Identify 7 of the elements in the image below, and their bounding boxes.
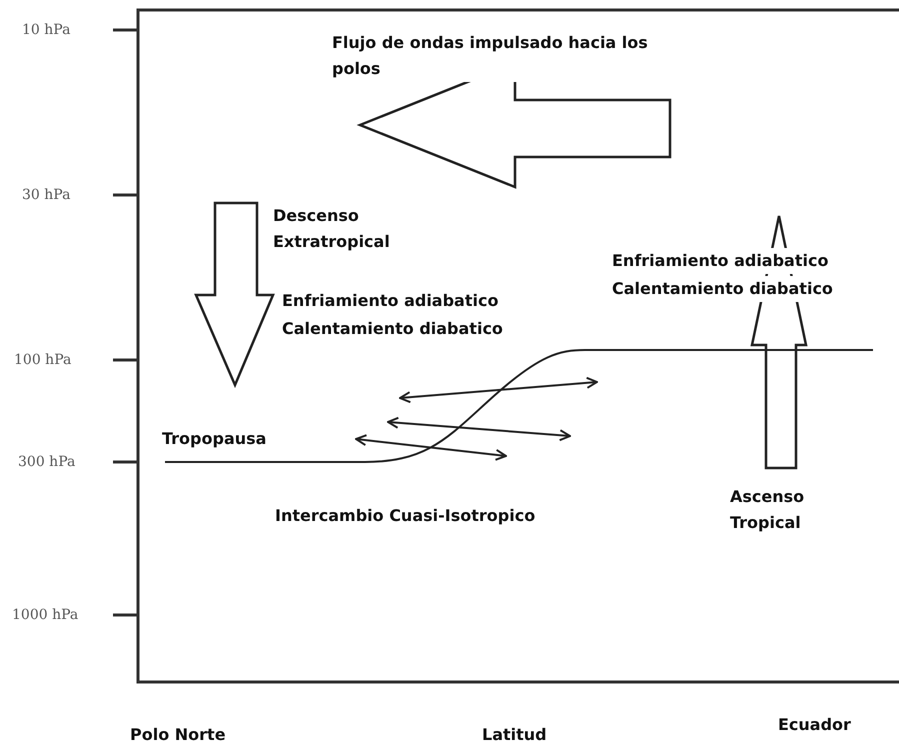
tick-label: 1000 hPa [12, 606, 78, 624]
tick-label: 300 hPa [18, 453, 76, 471]
process-label: Calentamiento diabatico [612, 276, 833, 302]
process-label: Enfriamiento adiabatico [612, 248, 828, 274]
tick-label: 10 hPa [22, 21, 70, 39]
tick-label: 30 hPa [22, 186, 70, 204]
tick-label: 100 hPa [14, 351, 72, 369]
